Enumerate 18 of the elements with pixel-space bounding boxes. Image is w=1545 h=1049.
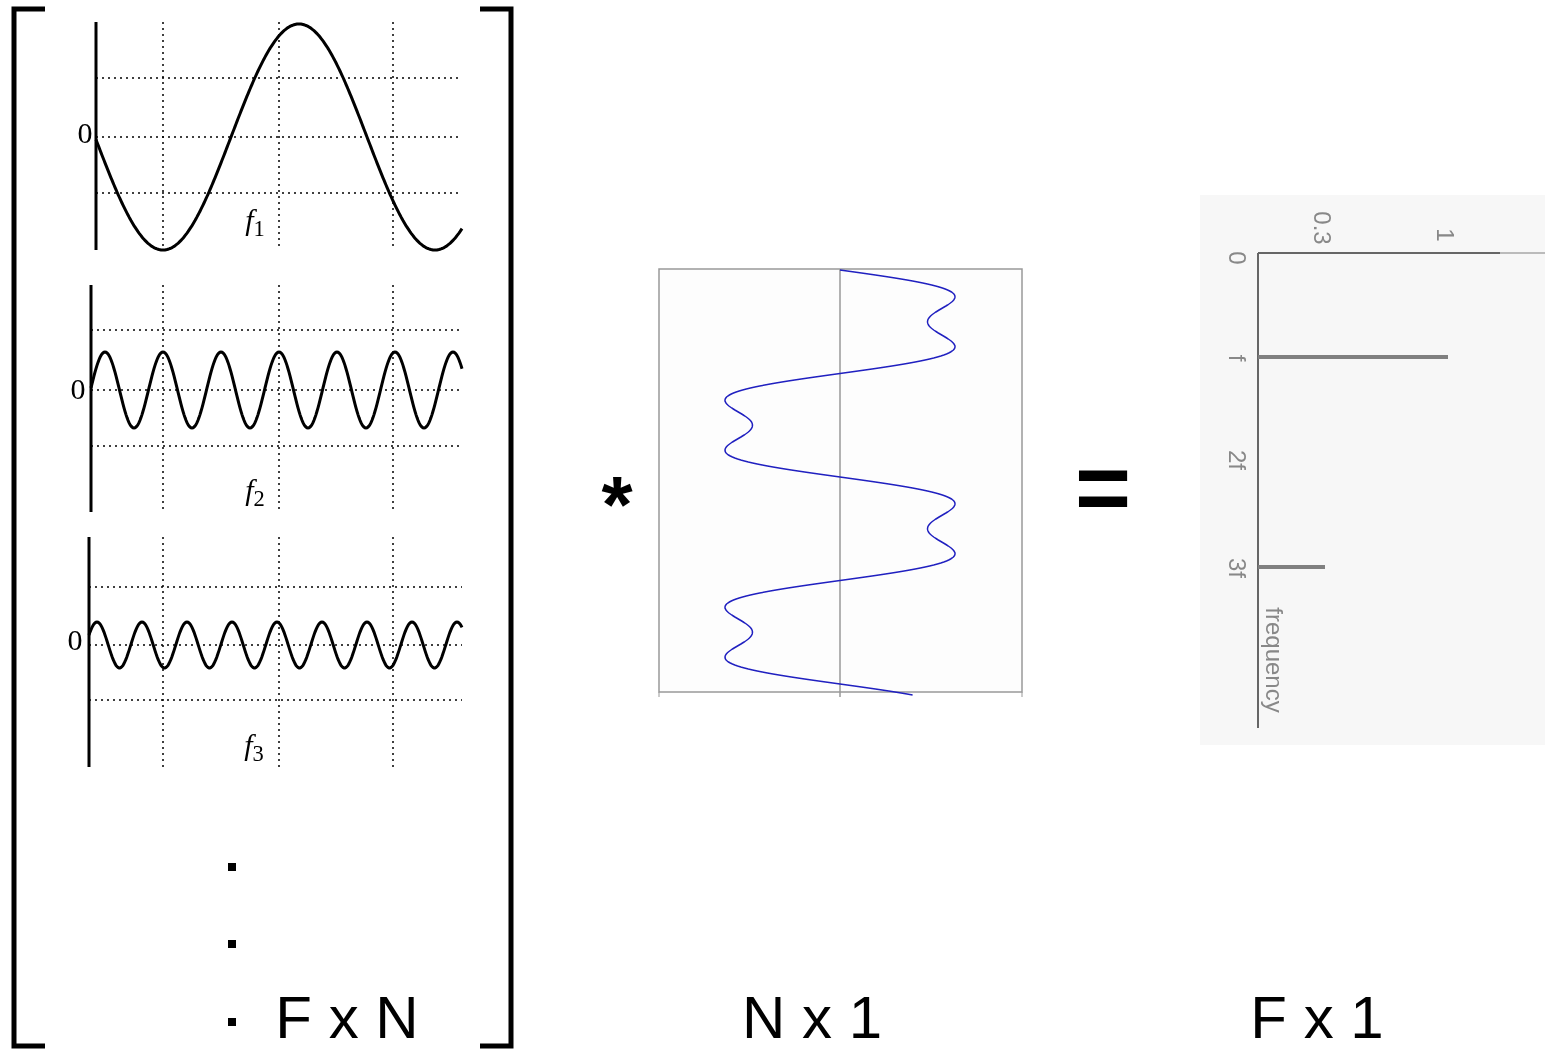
matrix-dimension-label: F x N [275, 988, 419, 1048]
tick-label: 0 [1225, 251, 1249, 265]
axis-zero-label: 0 [77, 118, 93, 148]
equals-operator: = [1074, 440, 1132, 536]
frequency-label: f$_{1}$ [245, 205, 265, 235]
frequency-label: f$_{3}$ [244, 730, 264, 760]
axis-zero-label: 0 [70, 374, 86, 404]
multiply-operator: * [601, 465, 633, 545]
tick-label: 1 [1433, 228, 1457, 242]
tick-label: 3f [1225, 558, 1249, 578]
tick-label: f [1225, 354, 1249, 362]
tick-label: 0.3 [1310, 211, 1334, 245]
frequency-label: f$_{2}$ [245, 475, 265, 505]
vector-dimension-label: F x 1 [1250, 988, 1384, 1048]
axis-title: frequency [1262, 607, 1286, 713]
vector-dimension-label: N x 1 [742, 988, 882, 1048]
axis-zero-label: 0 [67, 625, 83, 655]
tick-label: 2f [1225, 450, 1249, 470]
